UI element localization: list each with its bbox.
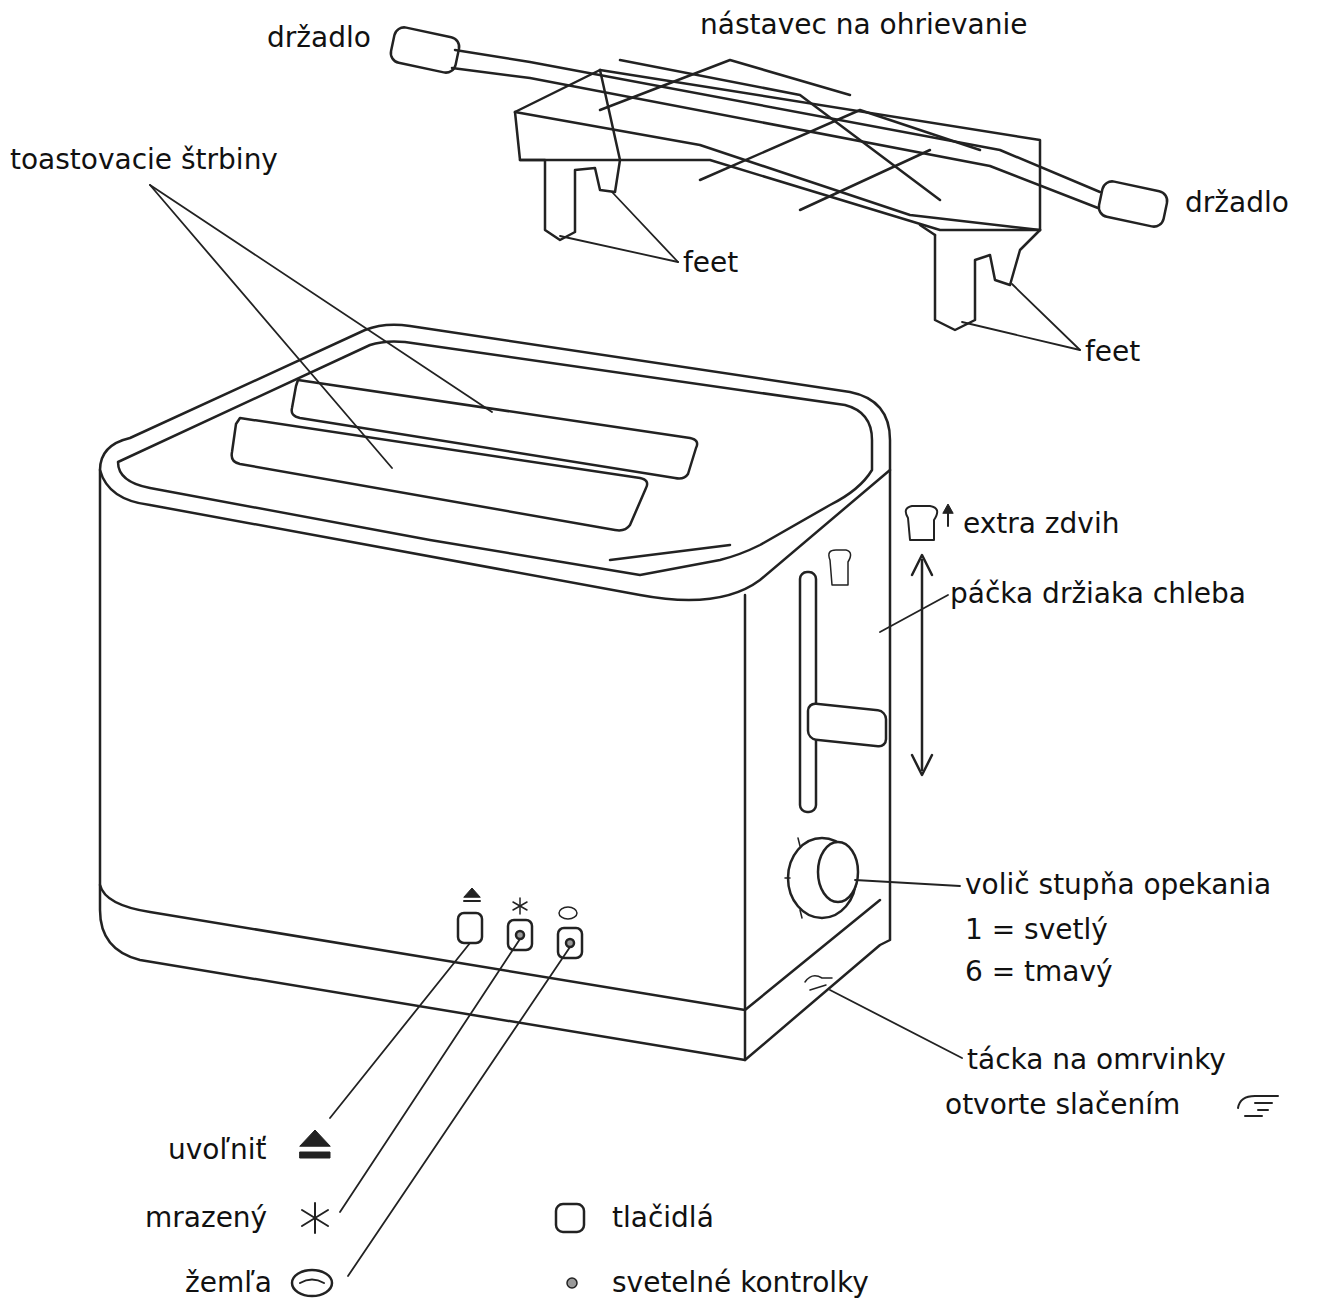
leader-lines [560,236,678,262]
lift-label: extra zdvih [963,506,1119,542]
button-label: mrazený [145,1200,267,1236]
label-icons [1238,1096,1278,1116]
travel-arrow [912,555,932,775]
label-icons [292,1270,332,1296]
leader-lines [348,947,570,1276]
extra-lift-icon [829,550,851,585]
leader-lines [150,185,1080,1276]
extra-lift-icon [943,504,953,513]
extra-lift-icon [906,506,937,540]
slots-label: toastovacie štrbiny [10,142,278,178]
toaster-body [292,380,697,479]
warming-rack [515,112,1040,230]
control-buttons [458,913,482,943]
extra-lift-icon [829,504,953,585]
leader-lines [830,990,962,1058]
travel-arrow [912,755,932,775]
warming-rack [389,26,461,75]
warming-rack [920,225,935,235]
warming-rack [389,26,1169,330]
warming-rack [1097,180,1169,229]
legend-text: tlačidlá [612,1200,714,1236]
crumb-tray-icon [805,976,832,990]
leader-lines [150,185,392,468]
toaster-body [100,325,890,1060]
crumb-tray-icon [805,976,832,990]
toaster-body [232,418,647,530]
control-buttons [513,902,527,910]
tray-label: tácka na omrvinky [967,1042,1226,1078]
toaster-body [100,885,880,1010]
browning-knob [818,842,858,902]
label-icons [300,1152,330,1158]
knob-label: volič stupňa opekania [965,867,1271,903]
lever-slot [800,572,816,812]
label-icons [302,1210,328,1226]
control-buttons [559,907,577,919]
setting-label: 1 = svetlý [965,912,1108,948]
toaster-body [610,545,730,560]
setting-label: 6 = tmavý [965,954,1113,990]
handle-label: držadlo [267,20,371,56]
warming-rack [800,150,930,210]
control-buttons [458,888,582,958]
leader-lines [880,595,948,632]
button-label: uvoľniť [168,1132,266,1168]
control-buttons [464,888,480,897]
leader-lines [340,939,520,1212]
warming-rack [515,70,620,240]
control-buttons [508,920,532,950]
legend-text: svetelné kontrolky [612,1265,869,1301]
leader-lines [855,880,960,886]
leader-lines [330,943,470,1118]
toaster-body [744,595,747,1060]
browning-knob [798,838,800,846]
warming-rack [520,160,1040,230]
travel-arrow [912,555,932,575]
leader-lines [150,185,492,412]
lever-label: páčka držiaka chleba [950,576,1246,612]
warming-rack [600,60,850,110]
toaster-body [118,341,872,575]
button-label: žemľa [185,1265,272,1301]
browning-knob [800,910,802,918]
tray-note: otvorte slačením [945,1087,1180,1123]
control-buttons [464,900,480,902]
control-buttons [558,928,582,958]
browning-knob [785,838,858,918]
label-icons [300,1280,324,1284]
rack-label: nástavec na ohrievanie [700,7,1027,43]
handle-label: držadlo [1185,185,1289,221]
lever-slot [800,572,886,812]
label-icons [300,1130,330,1146]
browning-knob [785,877,790,879]
label-icons [302,1203,328,1233]
label-icons [567,1278,577,1288]
lever-slot [808,703,886,747]
control-buttons [513,898,527,914]
control-buttons [566,939,574,947]
control-buttons [513,902,527,910]
label-icons [302,1210,328,1226]
feet-label: feet [1085,334,1140,370]
warming-rack [700,110,980,180]
toaster-body [100,325,890,1060]
warming-rack [515,70,600,112]
feet-label: feet [683,245,738,281]
leader-lines [612,192,678,262]
travel-arrow [921,560,924,770]
warming-rack [935,230,1040,330]
label-icons [556,1204,584,1232]
leader-lines [1012,284,1080,350]
warming-rack [600,70,1040,230]
control-buttons [516,931,524,939]
toaster-body [100,470,890,600]
leader-lines [962,322,1080,350]
warming-rack [620,60,940,200]
